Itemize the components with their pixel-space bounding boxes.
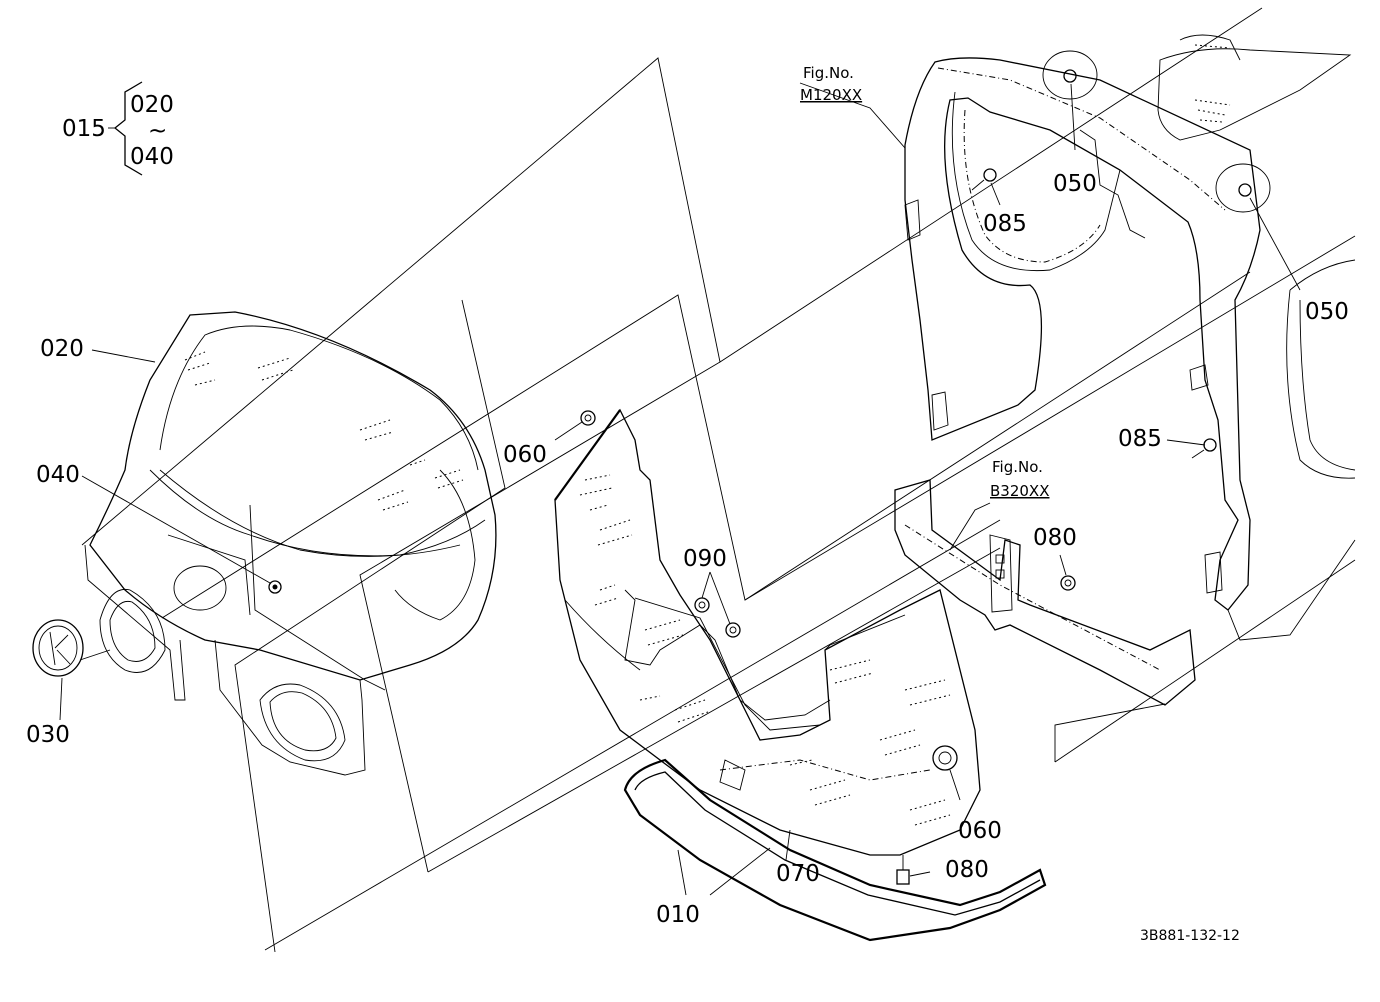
assembly-range-start: 020: [130, 92, 174, 118]
bolt-050-a-icon: [1042, 50, 1098, 100]
part-label-080-bracket: 080: [1033, 525, 1077, 551]
figure-ref-code-1: M120XX: [800, 86, 862, 104]
leader-lines: [59, 82, 1301, 896]
part-label-090: 090: [683, 546, 727, 572]
bolt-085-a-icon: [971, 168, 997, 191]
assembly-range-symbol: ~: [148, 118, 167, 144]
figure-ref-prefix-1: Fig.No.: [803, 64, 854, 82]
bolt-050-b-icon: [1215, 163, 1271, 213]
assembly-range-end: 040: [130, 144, 174, 170]
figure-ref-prefix-2: Fig.No.: [992, 458, 1043, 476]
part-label-010: 010: [656, 902, 700, 928]
bolt-085-b-icon: [1191, 438, 1217, 459]
fasteners: [268, 50, 1271, 885]
hood-panel: [84, 311, 497, 776]
projection-lines: [81, 7, 1356, 953]
part-label-030: 030: [26, 722, 70, 748]
bolt-080-bottom-icon: [896, 855, 910, 885]
part-label-070: 070: [776, 861, 820, 887]
assembly-bracket: [108, 81, 143, 176]
part-label-060-top: 060: [503, 442, 547, 468]
figure-ref-code-2: B320XX: [990, 482, 1049, 500]
nut-090-a-icon: [694, 597, 710, 613]
bolt-080-bracket-icon: [1060, 575, 1076, 591]
part-label-020: 020: [40, 336, 84, 362]
support-bracket: [894, 479, 1196, 706]
part-label-040: 040: [36, 462, 80, 488]
drawing-code: 3B881-132-12: [1140, 928, 1240, 944]
bolt-040-icon: [268, 580, 282, 594]
front-frame: [904, 34, 1356, 641]
part-label-050-top: 050: [1053, 171, 1097, 197]
nut-090-b-icon: [725, 622, 741, 638]
emblem-badge: [32, 619, 84, 677]
part-label-085-top: 085: [983, 211, 1027, 237]
labels: 015 020 ~ 040 020 040 030 060 090 060 07…: [26, 64, 1349, 944]
part-label-060-bottom: 060: [958, 818, 1002, 844]
nut-060-top-icon: [580, 410, 596, 426]
part-label-050-right: 050: [1305, 299, 1349, 325]
assembly-number: 015: [62, 116, 106, 142]
front-grille: [554, 408, 981, 856]
bottom-seal: [623, 758, 1047, 942]
part-label-080-bottom: 080: [945, 857, 989, 883]
part-label-085-right: 085: [1118, 426, 1162, 452]
nut-060-bottom-icon: [932, 745, 958, 771]
